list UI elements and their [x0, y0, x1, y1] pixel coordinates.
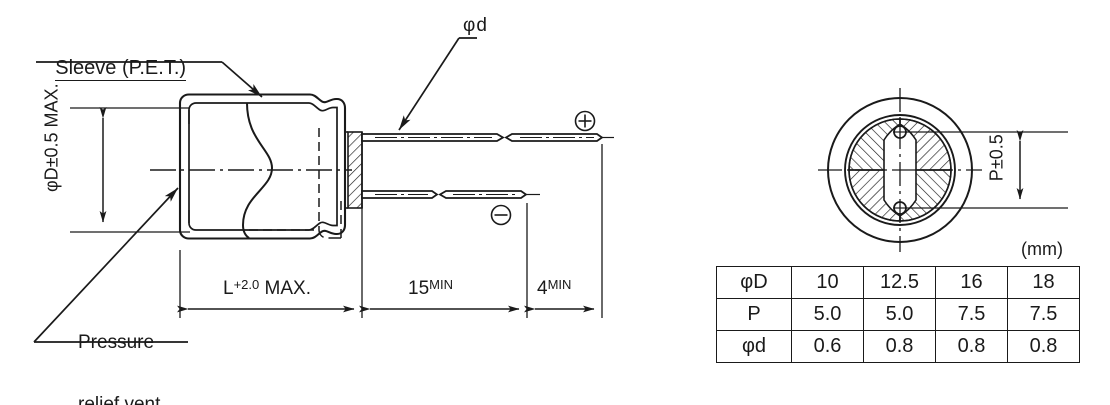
table-cell: 0.6: [791, 330, 864, 363]
table-cell: 16: [935, 266, 1008, 299]
dimension-table-body: φD 10 12.5 16 18 P 5.0 5.0 7.5 7.5 φd 0.…: [716, 266, 1080, 363]
leader-lines: [33, 37, 477, 343]
lead-tip-qualifier: MIN: [547, 277, 572, 292]
sealing-bung-hatched: [347, 131, 363, 209]
table-cell: 5.0: [863, 298, 936, 331]
dimension-body-diameter: [70, 107, 190, 233]
units-note: (mm): [1021, 239, 1063, 259]
table-cell: 0.8: [863, 330, 936, 363]
sleeve-label: Sleeve (P.E.T.): [33, 36, 187, 101]
sleeve-label-text: Sleeve (P.E.T.): [55, 56, 187, 81]
pitch-label: P±0.5: [986, 134, 1007, 182]
vent-quadrant-bottom-left: [848, 169, 901, 222]
lead-length-qualifier: MIN: [429, 277, 453, 292]
table-row-header: P: [716, 298, 792, 331]
table-cell: 0.8: [1007, 330, 1080, 363]
table-cell: 18: [1007, 266, 1080, 299]
dimension-lengths: [177, 144, 603, 318]
table-cell: 5.0: [791, 298, 864, 331]
polarity-negative-symbol: [490, 204, 512, 226]
table-row: φd 0.6 0.8 0.8 0.8: [716, 330, 1080, 363]
body-diameter-label: φD±0.5 MAX.: [41, 83, 62, 193]
vent-quadrant-top-left: [848, 118, 901, 171]
side-view-body: [150, 93, 363, 240]
table-row-header: φd: [716, 330, 792, 363]
negative-lead-segment-2: [438, 190, 528, 199]
pressure-relief-vent-profile: [241, 102, 274, 239]
lead-length-value: 15: [408, 278, 430, 299]
table-cell: 12.5: [863, 266, 936, 299]
body-length-suffix: MAX.: [264, 278, 311, 299]
vent-label-line2: relief vent: [78, 393, 161, 405]
phid-leader-arrow: [398, 37, 460, 131]
body-length-tolerance: +2.0: [233, 277, 260, 292]
can-inner-outline: [188, 102, 338, 231]
table-cell: 7.5: [935, 298, 1008, 331]
table-cell: 7.5: [1007, 298, 1080, 331]
vent-label-line1: Pressure: [78, 332, 155, 354]
table-row: φD 10 12.5 16 18: [716, 266, 1080, 299]
polarity-positive-symbol: [574, 110, 596, 132]
dimension-table: φD 10 12.5 16 18 P 5.0 5.0 7.5 7.5 φd 0.…: [716, 266, 1080, 363]
lead-diameter-label: φd: [463, 15, 488, 36]
lead-length-dimension-label: 15MIN: [408, 277, 453, 300]
end-view: [818, 88, 1068, 252]
body-length-base: L: [223, 278, 234, 299]
table-row: P 5.0 5.0 7.5 7.5: [716, 298, 1080, 331]
table-row-header: φD: [716, 266, 792, 299]
side-view-leads: [361, 110, 614, 226]
body-length-dimension-label: L+2.0 MAX.: [223, 277, 311, 300]
table-cell: 0.8: [935, 330, 1008, 363]
sleeve-leader-arrow: [221, 61, 263, 98]
lead-tip-value: 4: [537, 278, 548, 299]
vent-leader-arrow: [33, 187, 179, 343]
positive-lead-segment-1: [361, 133, 505, 142]
pressure-relief-vent-label: Pressure relief vent: [78, 292, 160, 405]
hidden-line-seal-corner: [318, 229, 333, 239]
table-cell: 10: [791, 266, 864, 299]
negative-lead-segment-1: [361, 190, 439, 199]
lead-tip-dimension-label: 4MIN: [537, 277, 572, 300]
